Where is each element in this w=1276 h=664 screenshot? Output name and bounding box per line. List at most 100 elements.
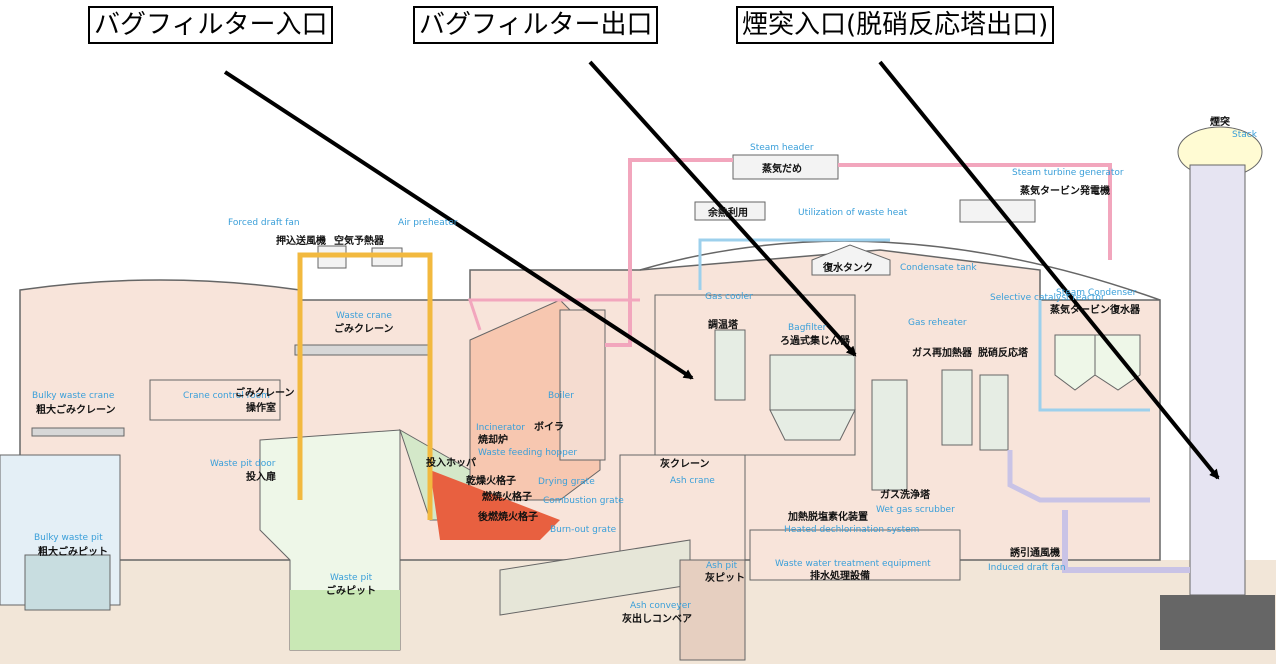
steam-pipe xyxy=(605,158,733,347)
callout-bagfilter-inlet: バグフィルター入口 xyxy=(88,6,334,44)
label-wwt-en: Waste water treatment equipment xyxy=(775,559,931,569)
grate xyxy=(430,470,560,540)
wwt-area xyxy=(749,529,961,581)
label-bulky-pit-en: Bulky waste pit xyxy=(34,533,103,543)
label-steam-header-en: Steam header xyxy=(750,143,814,153)
label-crane-room-en: Crane control room xyxy=(183,391,270,401)
condenser-water-pipe xyxy=(1038,300,1150,412)
scrubber xyxy=(871,379,908,491)
condensate-tank xyxy=(811,244,891,276)
crane-room xyxy=(149,379,281,421)
label-stack-en: Stack xyxy=(1232,130,1258,140)
stack xyxy=(1189,164,1246,596)
gas-reheater xyxy=(941,369,973,446)
label-drying-en: Drying grate xyxy=(538,477,595,487)
label-dechlor-en: Heated dechlorination system xyxy=(784,525,919,535)
arrow-bagfilter-inlet xyxy=(223,70,694,380)
label-ash-crane-en: Ash crane xyxy=(670,476,715,486)
boiler xyxy=(559,309,606,461)
label-gas-reheater-en: Gas reheater xyxy=(908,318,967,328)
label-air-pre-jp: 空気予熱器 xyxy=(334,234,385,247)
label-waste-crane-en: Waste crane xyxy=(336,311,392,321)
turbine xyxy=(959,199,1036,223)
label-crane-room-jp2: 操作室 xyxy=(246,401,276,414)
condensate-pipe xyxy=(698,238,890,290)
label-waste-heat-en: Utilization of waste heat xyxy=(798,208,908,218)
waste-heat-box xyxy=(694,201,766,221)
label-bulky-pit-jp: 粗大ごみピット xyxy=(38,545,108,558)
label-bagfilter-en: Bagfilter xyxy=(788,323,827,333)
label-waste-pit-jp: ごみピット xyxy=(326,584,376,597)
scr-reactor xyxy=(979,374,1009,451)
label-ash-pit-jp: 灰ピット xyxy=(705,571,745,584)
bagfilter xyxy=(769,354,856,411)
label-ash-pit-en: Ash pit xyxy=(706,561,738,571)
label-scr-jp: 脱硝反応塔 xyxy=(978,346,1029,359)
steam-pipe-2 xyxy=(838,163,1112,260)
label-condenser-en: Steam Condenser xyxy=(1056,288,1137,298)
label-gas-reheater-jp: ガス再加熱器 xyxy=(912,346,973,359)
label-ash-crane-jp: 灰クレーン xyxy=(660,457,710,470)
ash-pit xyxy=(679,559,746,661)
air-duct xyxy=(297,252,433,520)
callout-bagfilter-outlet: バグフィルター出口 xyxy=(413,6,659,44)
label-fdf-jp: 押込送風機 xyxy=(276,234,326,247)
arrow-bagfilter-outlet xyxy=(588,60,857,357)
label-condensate-en: Condensate tank xyxy=(900,263,977,273)
label-condenser-jp: 蒸気タービン復水器 xyxy=(1050,303,1141,316)
water-pipe xyxy=(467,298,640,331)
label-hopper-en: Waste feeding hopper xyxy=(478,448,577,458)
arrow-stack-inlet xyxy=(878,60,1220,480)
label-waste-heat-jp: 余熱利用 xyxy=(707,206,748,219)
label-dechlor-jp: 加熱脱塩素化装置 xyxy=(787,510,868,523)
label-ash-conv-jp: 灰出しコンベア xyxy=(622,612,692,625)
waste-pit-bottom xyxy=(290,590,400,650)
label-steam-header-jp: 蒸気だめ xyxy=(762,162,802,175)
label-gas-cooler-en: Gas cooler xyxy=(705,292,753,302)
label-turbine-en: Steam turbine generator xyxy=(1012,168,1124,178)
label-wwt-jp: 排水処理設備 xyxy=(810,569,870,582)
label-scrubber-jp: ガス洗浄塔 xyxy=(880,488,931,501)
label-waste-pit-en: Waste pit xyxy=(330,573,373,583)
label-fdf-en: Forced draft fan xyxy=(228,218,300,228)
label-bulky-crane-jp: 粗大ごみクレーン xyxy=(36,403,116,416)
label-bagfilter-jp: ろ過式集じん器 xyxy=(780,334,851,347)
waste-crane-rail xyxy=(294,344,431,356)
label-idf-en: Induced draft fan xyxy=(988,563,1066,573)
idf-duct xyxy=(1062,510,1190,573)
label-stack-jp: 煙突 xyxy=(1210,115,1230,128)
label-hopper-jp: 投入ホッパ xyxy=(426,456,476,469)
label-boiler-en: Boiler xyxy=(548,391,574,401)
bagfilter-hoppers xyxy=(769,409,856,441)
label-ash-conv-en: Ash conveyer xyxy=(630,601,691,611)
roof-arch xyxy=(639,240,1161,301)
label-incinerator-en: Incinerator xyxy=(476,423,525,433)
label-pit-door-jp: 投入扉 xyxy=(246,470,276,483)
condenser-left xyxy=(1054,334,1096,391)
bulky-crane-rail xyxy=(31,427,125,437)
label-combustion-en: Combustion grate xyxy=(543,496,624,506)
label-drying-jp: 乾燥火格子 xyxy=(466,474,516,487)
bulky-pit xyxy=(24,554,111,611)
label-scrubber-en: Wet gas scrubber xyxy=(876,505,955,515)
label-idf-jp: 誘引通風機 xyxy=(1010,546,1060,559)
label-crane-room-jp1: ごみクレーン xyxy=(235,386,295,399)
label-waste-crane-jp: ごみクレーン xyxy=(334,322,394,335)
label-condensate-jp: 復水タンク xyxy=(822,261,873,274)
callout-stack-inlet: 煙突入口(脱硝反応塔出口) xyxy=(736,6,1055,44)
label-boiler-jp: ボイラ xyxy=(534,420,564,433)
label-turbine-jp: 蒸気タービン発電機 xyxy=(1020,184,1110,197)
temp-tower xyxy=(714,329,746,401)
stack-base xyxy=(1160,595,1275,650)
label-scr-en: Selective catalyst reactor xyxy=(990,293,1105,303)
condenser-right xyxy=(1094,334,1141,391)
label-incinerator-jp: 焼却炉 xyxy=(478,433,508,446)
label-bulky-crane-en: Bulky waste crane xyxy=(32,391,115,401)
label-air-pre-en: Air preheater xyxy=(398,218,458,228)
label-burnout-en: Burn-out grate xyxy=(550,525,617,535)
gas-duct xyxy=(1007,450,1150,503)
label-combustion-jp: 燃焼火格子 xyxy=(482,490,532,503)
label-burnout-jp: 後燃焼火格子 xyxy=(478,510,538,523)
label-pit-door-en: Waste pit door xyxy=(210,459,276,469)
